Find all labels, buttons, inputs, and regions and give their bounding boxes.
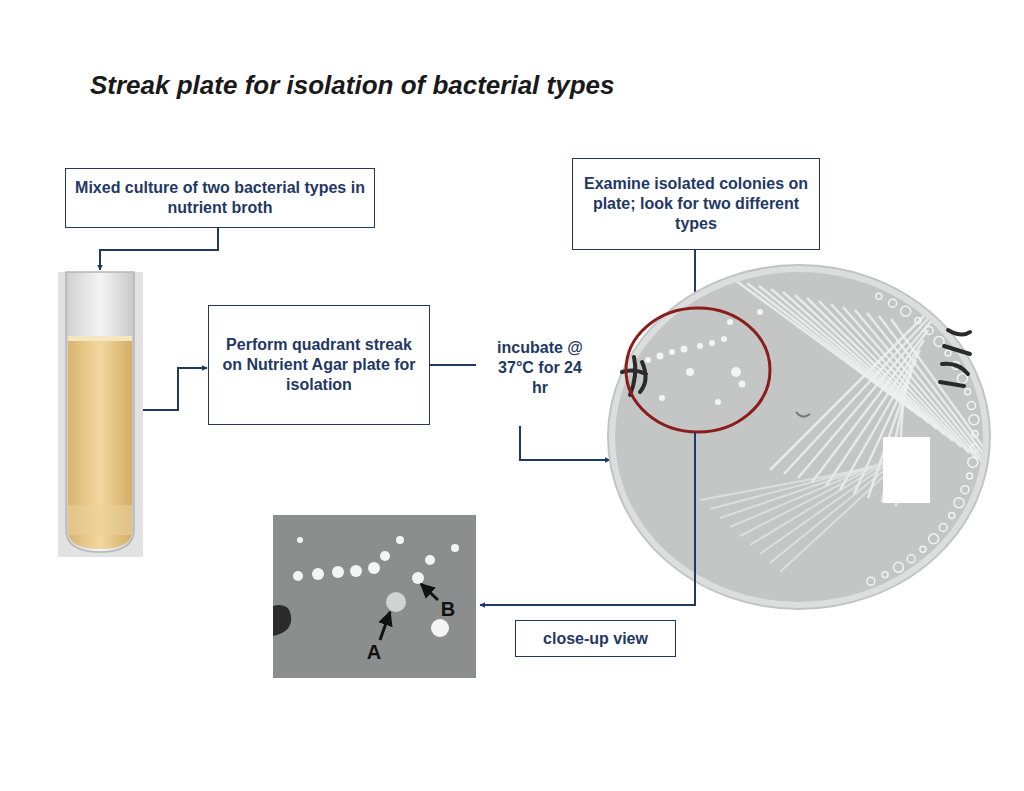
bubble xyxy=(961,486,969,494)
bubble xyxy=(967,402,975,410)
bubble xyxy=(954,498,964,508)
flow-arrow xyxy=(143,368,207,410)
label-patch xyxy=(883,437,930,503)
broth-liquid xyxy=(68,338,132,549)
callout-letter: B xyxy=(436,597,460,622)
bubble xyxy=(949,513,955,519)
colony xyxy=(721,336,727,342)
handwritten-mark xyxy=(796,412,810,417)
colony xyxy=(727,319,733,325)
colony xyxy=(697,343,703,349)
process-box: Perform quadrant streak on Nutrient Agar… xyxy=(208,305,430,425)
colony xyxy=(350,565,362,577)
colony xyxy=(386,592,406,612)
pointer-arrow xyxy=(421,584,438,600)
bubble xyxy=(967,473,973,479)
highlight-ellipse xyxy=(626,308,770,432)
process-box: close-up view xyxy=(515,620,676,657)
streak-growth xyxy=(700,470,860,500)
bubble xyxy=(969,415,979,425)
handwritten-mark xyxy=(273,605,291,636)
streak-growth xyxy=(760,458,896,554)
bubble xyxy=(965,389,971,395)
colony xyxy=(451,544,459,552)
colony xyxy=(297,537,303,543)
flow-arrow xyxy=(100,228,218,270)
bubble xyxy=(876,293,882,299)
bubble xyxy=(957,373,967,383)
step-note: incubate @ 37°C for 24 hr xyxy=(494,338,586,398)
broth-sediment xyxy=(68,505,132,535)
bubble xyxy=(968,457,978,467)
bubble xyxy=(915,317,921,323)
colony xyxy=(731,367,741,377)
colony xyxy=(681,346,688,353)
colony xyxy=(431,619,449,637)
bubble xyxy=(867,577,875,585)
colony xyxy=(368,562,380,574)
petri-dish-rim xyxy=(608,265,990,609)
colony xyxy=(657,353,664,360)
bubble xyxy=(893,562,903,572)
bubble xyxy=(907,555,915,563)
process-box: Examine isolated colonies on plate; look… xyxy=(572,158,820,250)
bubble xyxy=(945,350,951,356)
streak-growth xyxy=(730,464,878,527)
colony xyxy=(645,357,651,363)
bubble xyxy=(925,326,933,334)
colony xyxy=(709,340,715,346)
colony xyxy=(332,566,344,578)
bubble xyxy=(972,431,978,437)
colony xyxy=(396,536,404,544)
colony xyxy=(380,551,390,561)
bubble xyxy=(929,534,939,544)
close-up-colonies xyxy=(293,536,459,637)
bubble xyxy=(882,572,888,578)
bubble xyxy=(939,524,947,532)
colony xyxy=(412,572,424,584)
streak-growth xyxy=(819,301,961,447)
flow-arrow xyxy=(480,432,695,605)
broth-meniscus xyxy=(68,336,132,341)
colony xyxy=(659,395,665,401)
bubble xyxy=(971,444,979,452)
colony xyxy=(715,399,721,405)
photo-background xyxy=(58,272,143,557)
colony xyxy=(293,571,303,581)
box-text: Perform quadrant streak on Nutrient Agar… xyxy=(215,335,423,395)
colony xyxy=(739,381,746,388)
process-box: Mixed culture of two bacterial types in … xyxy=(65,168,375,228)
box-text: Mixed culture of two bacterial types in … xyxy=(72,178,368,218)
agar-surface xyxy=(615,272,983,602)
bubble xyxy=(889,299,897,307)
colony xyxy=(312,568,324,580)
box-text: close-up view xyxy=(543,629,648,649)
colony xyxy=(425,555,435,565)
tube-glass xyxy=(66,272,134,552)
colony xyxy=(669,349,675,355)
streak-growth xyxy=(740,462,884,536)
flow-line xyxy=(430,364,476,366)
streak-growth xyxy=(750,460,890,545)
flow-arrow xyxy=(520,426,610,460)
callout-letter: A xyxy=(362,640,386,665)
colony xyxy=(686,368,694,376)
handwritten-mark xyxy=(940,330,970,386)
streak-growth xyxy=(770,456,902,563)
pointer-arrow xyxy=(380,612,390,640)
bubble xyxy=(901,306,911,316)
diagram-title: Streak plate for isolation of bacterial … xyxy=(90,70,614,101)
box-text: Examine isolated colonies on plate; look… xyxy=(579,174,813,234)
bubble xyxy=(920,546,926,552)
colony xyxy=(757,309,763,315)
close-up-photo xyxy=(273,515,476,678)
